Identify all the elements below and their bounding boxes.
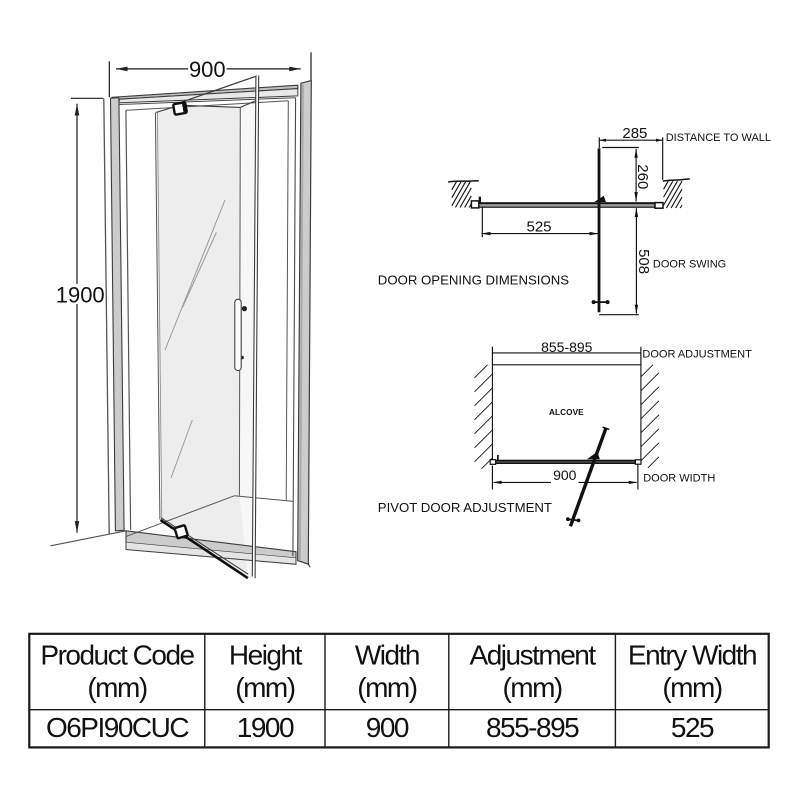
svg-text:Product Code: Product Code — [40, 639, 194, 670]
svg-text:900: 900 — [553, 467, 577, 483]
svg-text:Entry Width: Entry Width — [628, 639, 756, 670]
svg-text:DOOR ADJUSTMENT: DOOR ADJUSTMENT — [642, 349, 752, 361]
svg-text:Adjustment: Adjustment — [470, 639, 597, 670]
svg-text:1900: 1900 — [237, 712, 294, 743]
svg-text:(mm): (mm) — [235, 672, 294, 703]
svg-text:DISTANCE TO WALL: DISTANCE TO WALL — [666, 132, 771, 144]
svg-text:(mm): (mm) — [502, 672, 561, 703]
svg-text:900: 900 — [366, 712, 409, 743]
svg-text:(mm): (mm) — [357, 672, 416, 703]
svg-text:DOOR OPENING DIMENSIONS: DOOR OPENING DIMENSIONS — [378, 273, 569, 288]
svg-text:PIVOT DOOR ADJUSTMENT: PIVOT DOOR ADJUSTMENT — [378, 500, 552, 515]
svg-text:1900: 1900 — [56, 283, 105, 308]
svg-text:(mm): (mm) — [662, 672, 721, 703]
svg-text:855-895: 855-895 — [486, 712, 579, 743]
svg-text:525: 525 — [671, 712, 714, 743]
svg-text:ALCOVE: ALCOVE — [549, 408, 584, 417]
svg-text:(mm): (mm) — [87, 672, 146, 703]
svg-text:DOOR SWING: DOOR SWING — [653, 258, 726, 270]
svg-text:900: 900 — [189, 57, 226, 82]
svg-text:260: 260 — [634, 164, 651, 189]
svg-text:DOOR WIDTH: DOOR WIDTH — [643, 472, 715, 484]
svg-text:Height: Height — [229, 639, 303, 670]
svg-text:285: 285 — [622, 125, 647, 142]
svg-text:508: 508 — [635, 249, 652, 274]
svg-text:855-895: 855-895 — [541, 339, 593, 355]
svg-text:Width: Width — [355, 639, 419, 670]
svg-text:O6PI90CUC: O6PI90CUC — [46, 712, 189, 743]
svg-text:525: 525 — [526, 219, 551, 236]
